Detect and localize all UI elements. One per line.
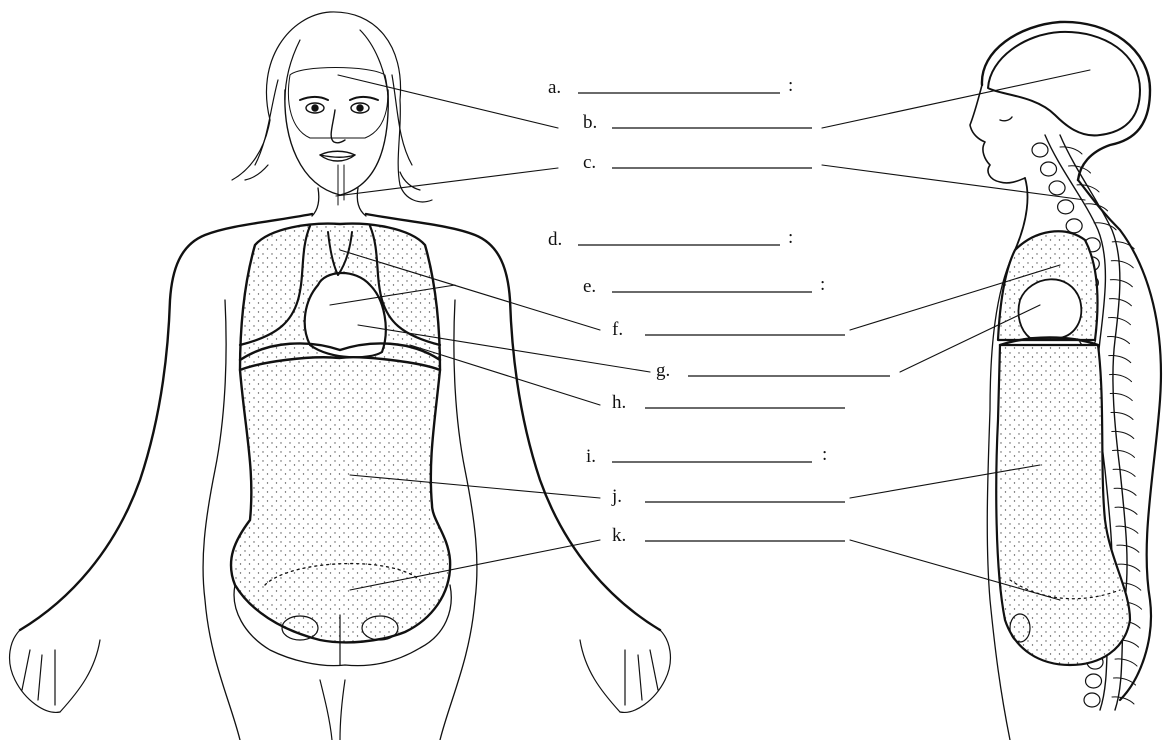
vertebra-body (1086, 674, 1102, 688)
spinous-process (1111, 261, 1133, 268)
colon-a: : (788, 76, 793, 95)
colon-i: : (822, 445, 827, 464)
face-drawing (285, 68, 388, 196)
vertebra-body (1084, 693, 1100, 707)
vertebra-body (1058, 200, 1074, 214)
answer-blanks (578, 93, 890, 541)
throat-line (1015, 178, 1028, 250)
spinous-process (1113, 450, 1135, 457)
spinous-process (1112, 431, 1134, 438)
label-d: d. (548, 230, 562, 249)
abdominopelvic-cavity-front (231, 357, 451, 665)
spinous-process (1110, 280, 1132, 287)
label-g: g. (656, 361, 670, 380)
spinous-process (1114, 488, 1136, 495)
abdominopelvic-cavity-side (996, 345, 1130, 665)
neck-left (312, 188, 319, 216)
hair-drawing (232, 12, 432, 202)
vertebra-body (1041, 162, 1057, 176)
spinous-process (1118, 564, 1140, 571)
vertebra-body (1032, 143, 1048, 157)
spinous-process (1108, 336, 1130, 343)
colon-e: : (820, 275, 825, 294)
label-b: b. (583, 113, 597, 132)
label-k: k. (612, 526, 626, 545)
label-j: j. (612, 487, 622, 506)
spinous-process (1115, 659, 1137, 666)
head-profile (970, 22, 1150, 183)
spinous-process (1116, 526, 1138, 533)
label-c: c. (583, 153, 596, 172)
vertebra-body (1049, 181, 1065, 195)
front-figure (10, 12, 671, 740)
label-a: a. (548, 78, 561, 97)
spinous-process (1117, 545, 1139, 552)
label-h: h. (612, 393, 626, 412)
spinous-process (1113, 469, 1135, 476)
spinous-process (1112, 697, 1134, 704)
pericardial-side (1018, 279, 1081, 338)
label-f: f. (612, 320, 623, 339)
label-i: i. (586, 447, 596, 466)
label-e: e. (583, 277, 596, 296)
spinous-process (1108, 318, 1130, 325)
side-figure (822, 22, 1161, 740)
colon-d: : (788, 228, 793, 247)
spinous-process (1115, 507, 1137, 514)
spinous-process (1109, 299, 1131, 306)
spinous-process (1060, 147, 1082, 154)
spinous-process (1086, 204, 1108, 211)
spinous-process (1109, 355, 1131, 362)
vertebra-body (1066, 219, 1082, 233)
